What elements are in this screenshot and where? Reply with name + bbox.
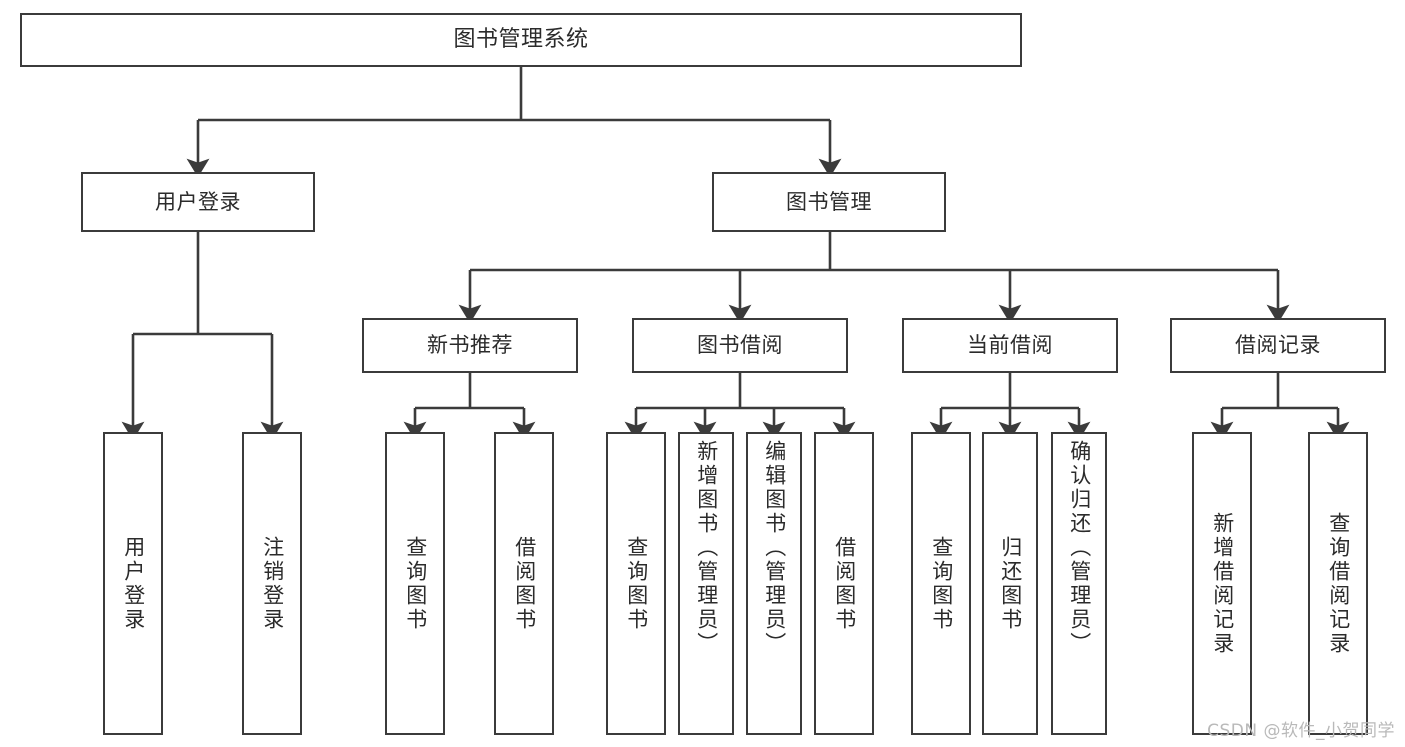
node-label: 查询图书	[929, 535, 954, 632]
leaf-add-borrow-record[interactable]: 新增借阅记录	[1192, 432, 1252, 735]
node-book-borrow[interactable]: 图书借阅	[632, 318, 848, 373]
leaf-logout[interactable]: 注销登录	[242, 432, 302, 735]
node-borrow-record[interactable]: 借阅记录	[1170, 318, 1386, 373]
leaf-query-borrow-record[interactable]: 查询借阅记录	[1308, 432, 1368, 735]
leaf-borrow-book-recommend[interactable]: 借阅图书	[494, 432, 554, 735]
node-label: 当前借阅	[967, 333, 1053, 358]
node-label: 新增图书（管理员）	[694, 440, 719, 656]
leaf-return-book[interactable]: 归还图书	[982, 432, 1038, 735]
node-label: 图书管理系统	[453, 27, 589, 53]
node-label: 查询借阅记录	[1326, 511, 1351, 656]
node-label: 注销登录	[260, 535, 285, 632]
node-label: 图书借阅	[697, 333, 783, 358]
node-label: 图书管理	[786, 189, 872, 214]
leaf-query-book-recommend[interactable]: 查询图书	[385, 432, 445, 735]
node-label: 确认归还（管理员）	[1067, 440, 1092, 656]
leaf-query-book-current[interactable]: 查询图书	[911, 432, 971, 735]
node-label: 查询图书	[403, 535, 428, 632]
node-label: 用户登录	[121, 535, 146, 632]
watermark-text: CSDN @软件_小贺同学	[1207, 721, 1395, 741]
node-root-book-management-system[interactable]: 图书管理系统	[20, 13, 1022, 67]
leaf-borrow-book[interactable]: 借阅图书	[814, 432, 874, 735]
node-label: 归还图书	[998, 535, 1023, 632]
node-new-book-recommend[interactable]: 新书推荐	[362, 318, 578, 373]
node-current-borrow[interactable]: 当前借阅	[902, 318, 1118, 373]
node-label: 借阅图书	[512, 535, 537, 632]
node-label: 借阅记录	[1235, 333, 1321, 358]
node-label: 借阅图书	[832, 535, 857, 632]
node-label: 查询图书	[624, 535, 649, 632]
leaf-user-login[interactable]: 用户登录	[103, 432, 163, 735]
leaf-confirm-return-admin[interactable]: 确认归还（管理员）	[1051, 432, 1107, 735]
leaf-query-book-borrow[interactable]: 查询图书	[606, 432, 666, 735]
node-user-login[interactable]: 用户登录	[81, 172, 315, 232]
node-label: 用户登录	[155, 189, 241, 214]
node-label: 编辑图书（管理员）	[762, 440, 787, 656]
node-label: 新增借阅记录	[1210, 511, 1235, 656]
leaf-edit-book-admin[interactable]: 编辑图书（管理员）	[746, 432, 802, 735]
node-label: 新书推荐	[427, 333, 513, 358]
leaf-add-book-admin[interactable]: 新增图书（管理员）	[678, 432, 734, 735]
node-book-management[interactable]: 图书管理	[712, 172, 946, 232]
